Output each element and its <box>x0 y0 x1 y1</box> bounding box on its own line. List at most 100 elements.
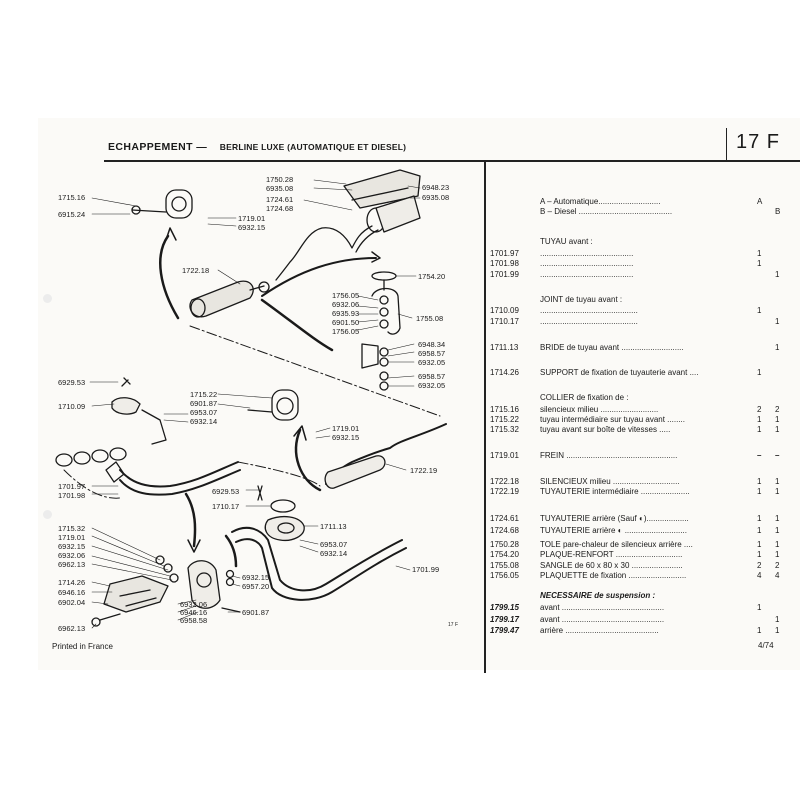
part-ref: 1756.05 <box>490 571 519 580</box>
diagram-part-label: 6929.53 <box>58 378 86 387</box>
diagram-part-label: 6935.08 <box>422 193 450 202</box>
part-ref: 1750.28 <box>490 540 519 549</box>
diagram-part-label: 6948.34 <box>418 340 446 349</box>
part-qty-a: 1 <box>757 425 762 434</box>
diagram-part-label: 1715.22 <box>190 390 218 399</box>
part-ref: 1714.26 <box>490 368 519 377</box>
diagram-part-label: 6932.05 <box>418 381 446 390</box>
part-ref: 1715.22 <box>490 415 519 424</box>
part-qty-a: – <box>757 451 762 460</box>
diagram-part-label: 6953.07 <box>320 540 348 549</box>
paper-sheet <box>38 118 800 670</box>
part-qty-a: 4 <box>757 571 762 580</box>
part-qty-a: 2 <box>757 561 762 570</box>
diagram-part-label: 1722.18 <box>182 266 210 275</box>
part-qty-b: 1 <box>775 487 780 496</box>
part-desc: ........................................… <box>540 271 634 279</box>
part-ref: 1799.17 <box>490 615 519 624</box>
part-ref: 1799.15 <box>490 603 519 612</box>
part-qty-b: 1 <box>775 626 780 635</box>
diagram-part-label: 6958.58 <box>180 616 208 625</box>
binder-hole <box>43 294 52 303</box>
part-qty-b: 2 <box>775 405 780 414</box>
section-number: 17 F <box>736 131 781 153</box>
page-title: ECHAPPEMENT — BERLINE LUXE (AUTOMATIQUE … <box>108 142 406 153</box>
part-ref: 1710.17 <box>490 317 519 326</box>
diagram-part-label: 6935.93 <box>332 309 360 318</box>
part-qty-a: 1 <box>757 603 762 612</box>
diagram-part-label: 6962.13 <box>58 624 86 633</box>
title-main: ECHAPPEMENT — <box>108 141 208 153</box>
diagram-part-label: 6901.87 <box>242 608 270 617</box>
part-desc: SANGLE de 60 x 80 x 30 .................… <box>540 562 683 570</box>
header-divider <box>726 128 727 160</box>
diagram-part-label: 6932.14 <box>190 417 218 426</box>
diagram-part-label: 6901.50 <box>332 318 360 327</box>
diagram-part-label: 6902.04 <box>58 598 86 607</box>
diagram-part-label: 6935.08 <box>266 184 294 193</box>
diagram-part-label: 6946.16 <box>58 588 86 597</box>
part-qty-a: 1 <box>757 540 762 549</box>
legend-automatic-code: A <box>757 197 763 206</box>
title-subtitle: BERLINE LUXE (AUTOMATIQUE ET DIESEL) <box>219 142 407 152</box>
diagram-part-label: 1724.68 <box>266 204 294 213</box>
part-desc: TOLE pare-chaleur de silencieux arrière … <box>540 541 693 549</box>
diagram-part-label: 1719.01 <box>238 214 266 223</box>
part-desc: ........................................… <box>540 260 634 268</box>
part-qty-a: 1 <box>757 259 762 268</box>
diagram-part-label: 6957.20 <box>242 582 270 591</box>
diagram-part-label: 6953.07 <box>190 408 218 417</box>
part-desc: ........................................… <box>540 250 634 258</box>
part-qty-a: 1 <box>757 249 762 258</box>
diagram-part-label: 6929.53 <box>212 487 240 496</box>
diagram-part-label: 1722.19 <box>410 466 438 475</box>
diagram-part-label: 1701.98 <box>58 491 86 500</box>
part-qty-a: 1 <box>757 306 762 315</box>
diagram-part-label: 6915.24 <box>58 210 86 219</box>
part-ref: 1701.98 <box>490 259 519 268</box>
parts-group-heading: NECESSAIRE de suspension : <box>540 592 656 600</box>
part-desc: SILENCIEUX milieu ......................… <box>540 478 680 486</box>
page-number: 4/74 <box>758 641 774 650</box>
part-qty-a: 1 <box>757 368 762 377</box>
legend-diesel: B – Diesel .............................… <box>540 208 673 216</box>
part-qty-b: 4 <box>775 571 780 580</box>
diagram-part-label: 6901.87 <box>190 399 218 408</box>
diagram-part-label: 6932.14 <box>320 549 348 558</box>
diagram-part-label: 6962.13 <box>58 560 86 569</box>
diagram-part-label: 1719.01 <box>332 424 360 433</box>
part-ref: 1722.18 <box>490 477 519 486</box>
part-desc: silencieux milieu ......................… <box>540 406 659 414</box>
part-qty-b: 2 <box>775 561 780 570</box>
part-desc: ........................................… <box>540 307 638 315</box>
diagram-part-label: 6932.15 <box>332 433 360 442</box>
part-desc: tuyau intermédiaire sur tuyau avant ....… <box>540 416 685 424</box>
part-ref: 1722.19 <box>490 487 519 496</box>
part-qty-b: 1 <box>775 317 780 326</box>
part-qty-a: 1 <box>757 415 762 424</box>
diagram-part-label: 1754.20 <box>418 272 446 281</box>
part-ref: 1715.16 <box>490 405 519 414</box>
part-ref: 1754.20 <box>490 550 519 559</box>
figure-number: 17 F <box>448 622 459 628</box>
part-qty-a: 1 <box>757 514 762 523</box>
part-desc: PLAQUE-RENFORT .........................… <box>540 551 683 559</box>
legend-automatic: A – Automatique.........................… <box>540 198 661 206</box>
part-desc: TUYAUTERIE intermédiaire ...............… <box>540 488 690 496</box>
printed-notice: Printed in France <box>52 642 113 651</box>
diagram-part-label: 1701.97 <box>58 482 86 491</box>
parts-group-heading: JOINT de tuyau avant : <box>540 296 623 304</box>
diagram-part-label: 1719.01 <box>58 533 86 542</box>
part-desc: avant ..................................… <box>540 604 665 612</box>
part-qty-b: – <box>775 451 780 460</box>
exhaust-exploded-diagram <box>55 169 447 629</box>
diagram-part-label: 6932.15 <box>238 223 266 232</box>
part-qty-a: 2 <box>757 405 762 414</box>
diagram-part-label: 1756.05 <box>332 327 360 336</box>
part-desc: avant ..................................… <box>540 616 665 624</box>
part-desc: arrière ................................… <box>540 627 659 635</box>
part-qty-b: 1 <box>775 343 780 352</box>
diagram-part-label: 6932.06 <box>58 551 86 560</box>
part-ref: 1701.97 <box>490 249 519 258</box>
